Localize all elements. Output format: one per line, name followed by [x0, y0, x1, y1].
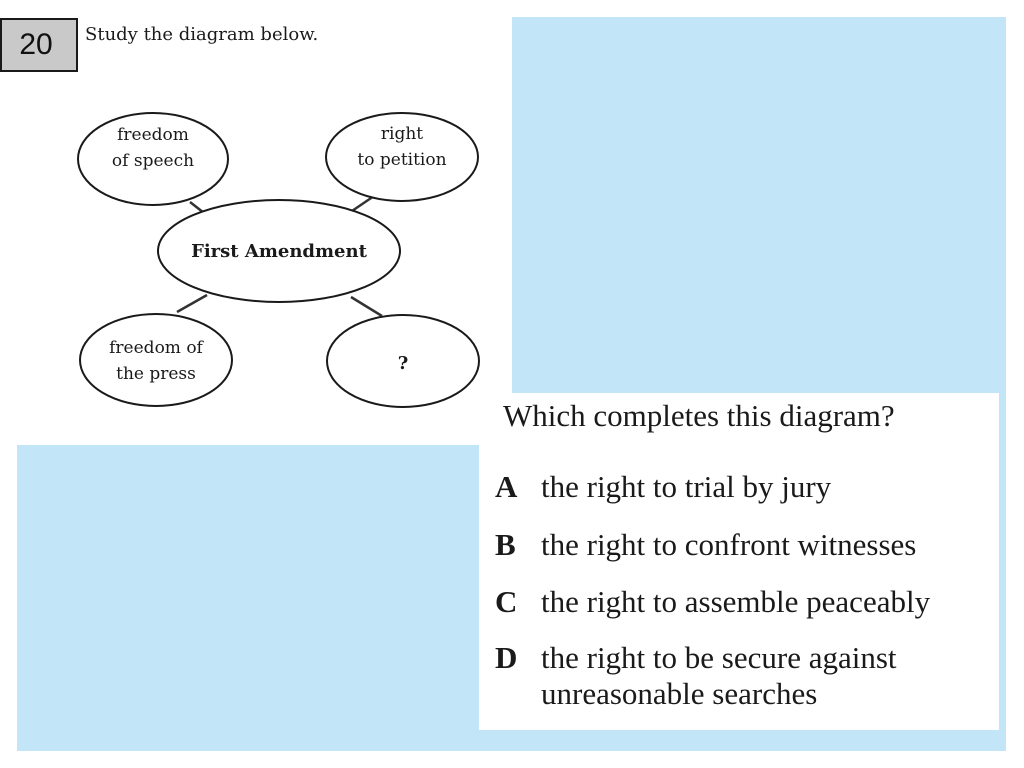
question-number-box: 20	[0, 18, 78, 72]
node-top-left-line-2: of speech	[112, 151, 194, 171]
node-center	[157, 199, 401, 303]
node-top-right-line-1: right	[381, 124, 423, 144]
concept-web-diagram: freedom of speech right to petition Firs…	[77, 112, 480, 408]
option-letter: A	[495, 469, 518, 504]
answer-option-b[interactable]: B the right to confront witnesses	[495, 527, 995, 563]
node-bottom-left-line-1: freedom of	[109, 338, 204, 358]
node-bottom-right	[326, 314, 480, 408]
node-center-label: First Amendment	[191, 241, 368, 262]
node-top-right-line-2: to petition	[357, 150, 446, 170]
option-text: the right to assemble peaceably	[541, 584, 931, 619]
option-letter: C	[495, 584, 518, 619]
node-bottom-left-line-2: the press	[116, 364, 196, 384]
connector-line-bottom-left	[176, 293, 208, 314]
stimulus-panel: freedom of speech right to petition Firs…	[17, 17, 512, 445]
node-bottom-left	[79, 313, 233, 407]
connector-line-bottom-right	[350, 295, 383, 318]
option-text: the right to confront witnesses	[541, 527, 917, 562]
option-letter: D	[495, 640, 518, 675]
question-stem: Which completes this diagram?	[503, 398, 895, 433]
answer-option-a[interactable]: A the right to trial by jury	[495, 469, 995, 505]
node-bottom-right-label: ?	[398, 353, 409, 374]
instruction-text: Study the diagram below.	[85, 24, 319, 45]
answer-option-d[interactable]: D the right to be secure against unreaso…	[495, 640, 995, 712]
answer-option-c[interactable]: C the right to assemble peaceably	[495, 584, 995, 620]
option-letter: B	[495, 527, 516, 562]
node-top-right	[325, 112, 479, 202]
node-top-left	[77, 112, 229, 206]
option-text: the right to be secure against unreasona…	[541, 640, 897, 711]
node-top-left-line-1: freedom	[117, 125, 189, 145]
option-text: the right to trial by jury	[541, 469, 832, 504]
question-panel: Which completes this diagram? A the righ…	[479, 393, 999, 730]
